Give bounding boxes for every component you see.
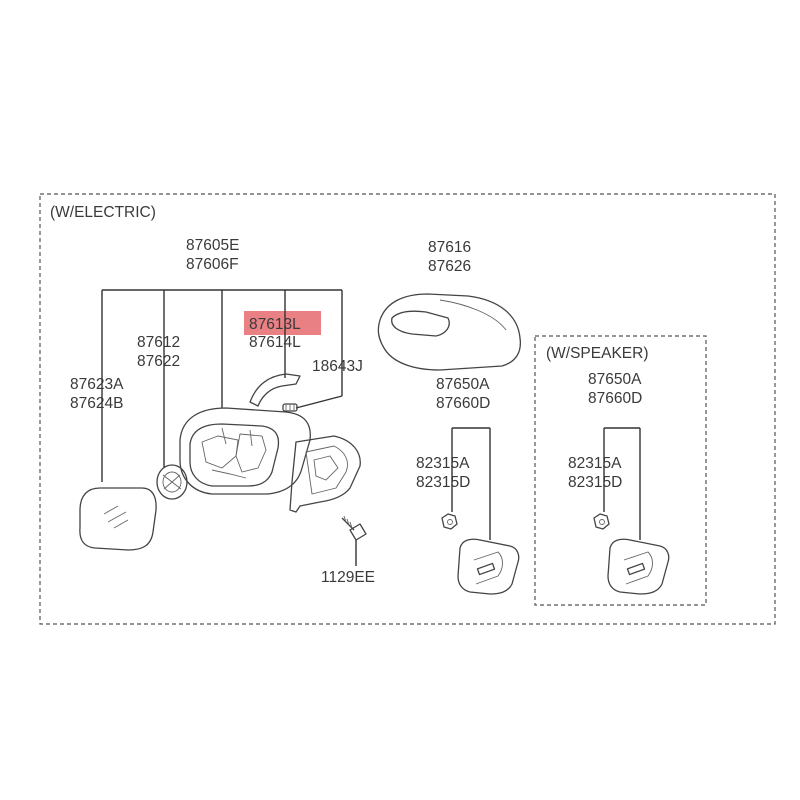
nut-drawing: [441, 513, 458, 530]
part-87612[interactable]: 87612: [137, 334, 180, 351]
mirror-housing-drawing: [179, 407, 361, 513]
speaker-part-82315D[interactable]: 82315D: [568, 474, 622, 491]
electric-group-box: [39, 193, 776, 625]
part-87624B[interactable]: 87624B: [70, 395, 123, 412]
leader-lines-main: [101, 289, 357, 566]
part-87660D[interactable]: 87660D: [436, 395, 490, 412]
speaker-part-87660D[interactable]: 87660D: [588, 390, 642, 407]
actuator-drawing: [156, 464, 188, 500]
part-82315D[interactable]: 82315D: [416, 474, 470, 491]
part-87614L[interactable]: 87614L: [249, 334, 301, 351]
part-87606F[interactable]: 87606F: [186, 256, 239, 273]
part-87650A[interactable]: 87650A: [436, 376, 490, 393]
leader-lines-signal: [451, 427, 491, 540]
speaker-part-87650A[interactable]: 87650A: [588, 371, 642, 388]
part-87613L[interactable]: 87613L: [249, 316, 301, 333]
part-87605E[interactable]: 87605E: [186, 237, 239, 254]
speaker-group-box: [534, 335, 707, 606]
electric-group-label: (W/ELECTRIC): [50, 204, 156, 221]
speaker-repeater-drawing: [607, 538, 670, 595]
speaker-part-82315A[interactable]: 82315A: [568, 455, 622, 472]
part-87626[interactable]: 87626: [428, 258, 471, 275]
part-82315A[interactable]: 82315A: [416, 455, 470, 472]
part-87623A[interactable]: 87623A: [70, 376, 124, 393]
part-highlight: [244, 311, 321, 335]
part-1129EE[interactable]: 1129EE: [321, 569, 375, 586]
cover-strip-drawing: [249, 373, 301, 407]
leader-lines-speaker: [603, 427, 641, 540]
mirror-glass-drawing: [79, 487, 157, 551]
screw-drawing: [341, 515, 367, 541]
bulb-drawing: [282, 403, 298, 412]
part-18643J[interactable]: 18643J: [312, 358, 363, 375]
side-repeater-drawing: [457, 538, 520, 595]
speaker-group-label: (W/SPEAKER): [546, 345, 648, 362]
part-87616[interactable]: 87616: [428, 239, 471, 256]
mirror-cover-drawing: [377, 293, 522, 371]
part-87622[interactable]: 87622: [137, 353, 180, 370]
speaker-nut-drawing: [593, 513, 610, 530]
